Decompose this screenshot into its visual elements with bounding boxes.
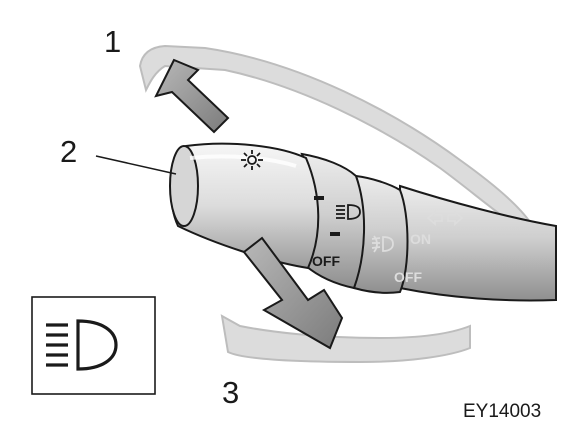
knob-end-cap xyxy=(169,145,199,227)
callout-2: 2 xyxy=(60,134,78,169)
position-mark-upper xyxy=(314,196,324,200)
headlight-off-label: OFF xyxy=(312,253,340,269)
figure-id: EY14003 xyxy=(463,401,542,422)
fog-on-label: ON xyxy=(410,231,431,247)
tail-light-icon xyxy=(241,150,263,170)
callout-1: 1 xyxy=(104,24,122,59)
headlight-icon xyxy=(336,204,361,220)
ghost-lever-lower xyxy=(220,314,471,364)
headlight-high-beam-icon xyxy=(46,319,118,371)
position-mark-lower xyxy=(330,232,340,236)
arrow-down xyxy=(242,236,344,350)
callout-3: 3 xyxy=(222,375,240,410)
fog-light-icon xyxy=(371,235,394,253)
fog-off-label: OFF xyxy=(394,269,422,285)
arrow-up xyxy=(154,58,230,134)
callout-2-leader xyxy=(95,155,177,175)
turn-signal-arrows-icon xyxy=(426,210,464,226)
